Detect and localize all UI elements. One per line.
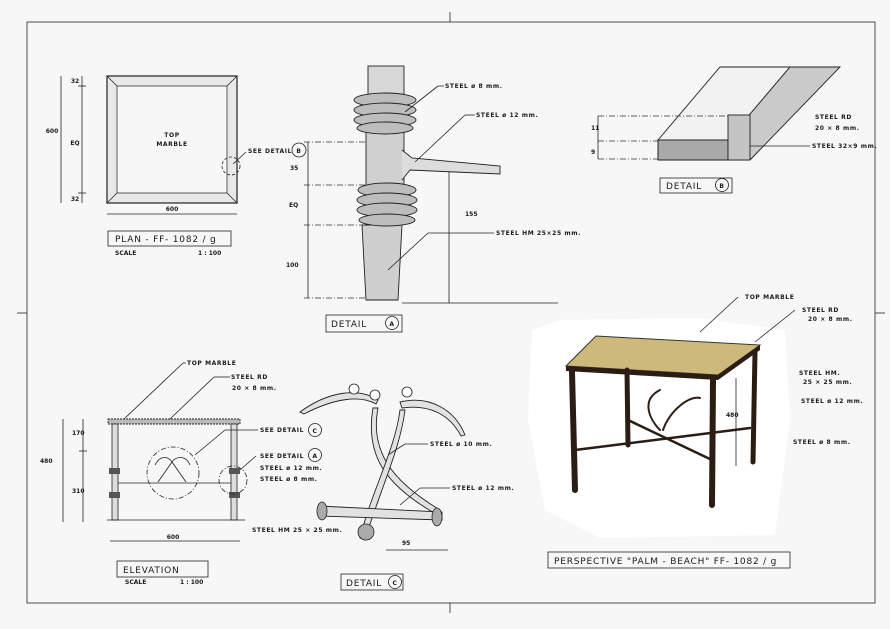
perspective-steel-hm: STEEL HM. (799, 370, 840, 377)
detail-c-title-box (340, 573, 404, 591)
elevation-title: ELEVATION (123, 566, 180, 576)
detail-c-dim-95: 95 (402, 540, 410, 547)
detail-b-ref: B (296, 148, 301, 155)
elevation-steel-hm: STEEL HM 25 × 25 mm. (252, 527, 342, 534)
plan-marble (116, 85, 228, 194)
elevation-steel-rd: STEEL RD (231, 374, 268, 381)
detail-c-steel-10: STEEL ø 10 mm. (430, 441, 492, 448)
detail-a-ref: A (389, 321, 394, 328)
detail-b-steel-rd: STEEL RD (815, 114, 852, 121)
elevation-steel-rd-size: 20 × 8 mm. (232, 385, 277, 392)
detail-b-steel-rd-size: 20 × 8 mm. (815, 125, 860, 132)
plan-label-marble: MARBLE (156, 141, 187, 148)
perspective-dim-480: 480 (726, 412, 739, 419)
elevation-steel-12: STEEL ø 12 mm. (260, 465, 322, 472)
perspective-steel-rd-size: 20 × 8 mm. (808, 316, 853, 323)
plan-title: PLAN - FF- 1082 / g (115, 235, 217, 245)
plan-view: TOP MARBLE SEE DETAIL B 600 EQ 32 32 600… (46, 75, 307, 257)
detail-b-dim-11: 11 (591, 125, 599, 132)
table-frame-iron (569, 349, 758, 508)
elevation-top-marble: TOP MARBLE (187, 360, 236, 367)
see-detail-b-label: SEE DETAIL (248, 148, 292, 155)
detail-b-view: 11 9 STEEL RD 20 × 8 mm. STEEL 32×9 mm. … (591, 66, 877, 194)
detail-a-title-box (325, 314, 403, 333)
elevation-dim-170: 170 (72, 430, 85, 437)
detail-b-title: DETAIL (666, 182, 702, 192)
elevation-see-detail-a: SEE DETAIL (260, 453, 304, 460)
perspective-steel-hm-size: 25 × 25 mm. (803, 379, 852, 386)
detail-c-title: DETAIL (346, 579, 382, 589)
detail-c-view: STEEL ø 10 mm. STEEL ø 12 mm. 95 DETAIL … (299, 383, 514, 591)
elevation-dim-310: 310 (72, 488, 85, 495)
detail-a-dim-155: 155 (465, 211, 478, 218)
flower-icons (348, 383, 413, 401)
detail-a-view: STEEL ø 8 mm. STEEL ø 12 mm. STEEL HM 25… (286, 65, 581, 333)
detail-b-ref: B (719, 183, 724, 190)
plan-dim-top: 32 (71, 78, 79, 85)
detail-a-title: DETAIL (331, 320, 367, 330)
plan-label-top: TOP (164, 132, 179, 139)
perspective-steel-12: STEEL ø 12 mm. (801, 398, 863, 405)
detail-a-steel-hm: STEEL HM 25×25 mm. (496, 230, 581, 237)
elevation-top (107, 418, 241, 425)
detail-b-title-box (659, 177, 733, 194)
detail-b-dim-9: 9 (591, 149, 595, 156)
perspective-view: TOP MARBLE STEEL RD 20 × 8 mm. STEEL HM.… (528, 294, 863, 569)
elevation-view: TOP MARBLE STEEL RD 20 × 8 mm. SEE DETAI… (40, 360, 342, 586)
elevation-see-detail-c: SEE DETAIL (260, 427, 304, 434)
elevation-scale-value: 1 : 100 (180, 579, 203, 586)
elevation-scale-label: SCALE (125, 579, 146, 586)
detail-b-marker (221, 156, 241, 176)
table-top-edge (566, 345, 760, 380)
perspective-title-box (547, 551, 791, 569)
plan-scale-label: SCALE (115, 250, 136, 257)
detail-a-dim-100: 100 (286, 262, 299, 269)
perspective-steel-8: STEEL ø 8 mm. (793, 439, 851, 446)
detail-c-steel-12: STEEL ø 12 mm. (452, 485, 514, 492)
elevation-title-box (116, 560, 209, 578)
elevation-ref-c: C (312, 428, 317, 435)
detail-a-dim-35: 35 (290, 165, 298, 172)
elevation-dim-480: 480 (40, 458, 53, 465)
plan-dim-eq: EQ (70, 140, 79, 147)
perspective-title: PERSPECTIVE "PALM - BEACH" FF- 1082 / g (554, 557, 777, 567)
plan-scale-value: 1 : 100 (198, 250, 221, 257)
perspective-steel-rd: STEEL RD (802, 307, 839, 314)
elevation-steel-8: STEEL ø 8 mm. (260, 476, 318, 483)
plan-dim-width: 600 (166, 206, 179, 213)
perspective-top-marble: TOP MARBLE (745, 294, 794, 301)
detail-b-steel-32: STEEL 32×9 mm. (812, 143, 877, 150)
detail-a-dim-eq: EQ (289, 202, 298, 209)
elevation-ref-a: A (312, 453, 317, 460)
detail-a-steel-12: STEEL ø 12 mm. (476, 112, 538, 119)
plan-dim-bottom: 32 (71, 196, 79, 203)
plan-title-box (107, 230, 232, 247)
detail-c-ref: C (392, 580, 397, 587)
plan-dim-height: 600 (46, 128, 59, 135)
sheet-border (26, 21, 876, 604)
elevation-dim-600: 600 (167, 534, 180, 541)
detail-a-steel-8: STEEL ø 8 mm. (445, 83, 503, 90)
